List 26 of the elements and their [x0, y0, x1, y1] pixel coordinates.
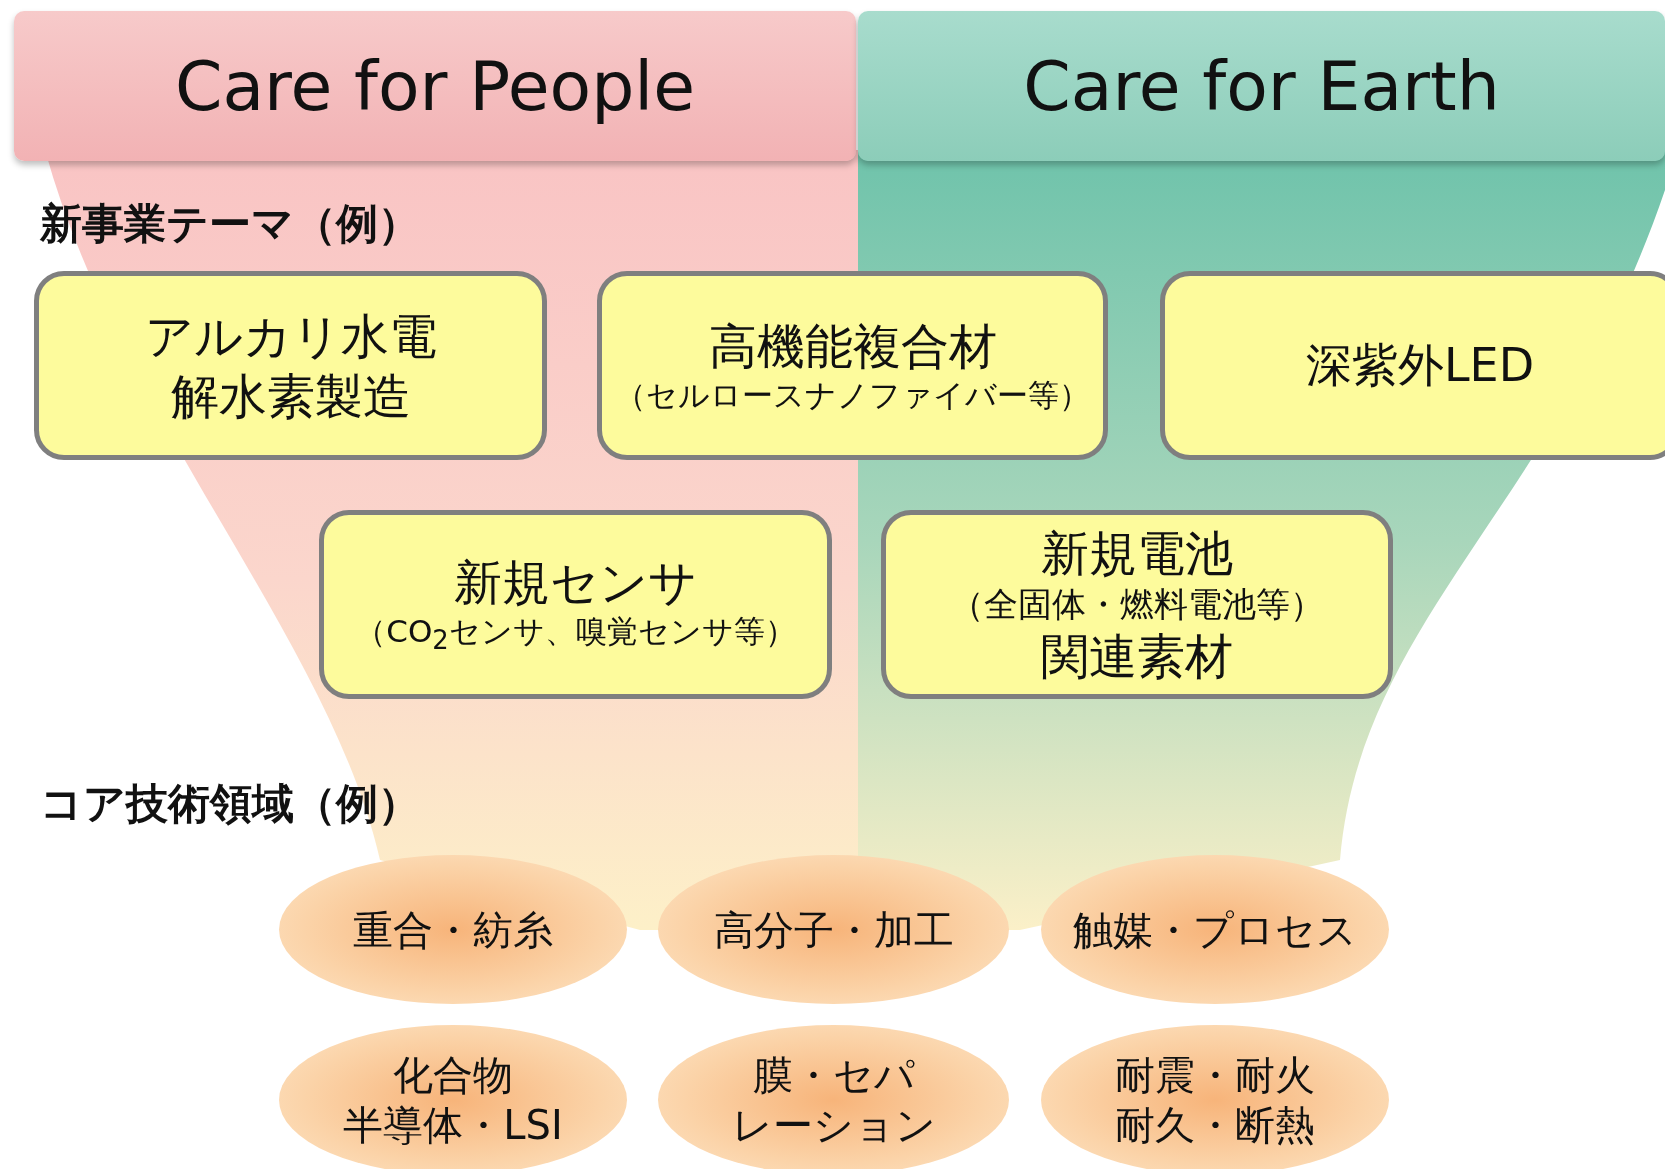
header-band — [858, 11, 1665, 161]
header-title: Care for Earth — [1023, 45, 1500, 128]
theme-text: 高機能複合材 — [708, 317, 997, 377]
section-heading: 新事業テーマ（例） — [40, 198, 420, 250]
technology-text: 耐震・耐火耐久・断熱 — [1115, 1051, 1315, 1150]
technology-text: 重合・紡糸 — [353, 905, 553, 955]
theme-text: 新規センサ — [454, 553, 697, 613]
section-heading: コア技術領域（例） — [40, 778, 420, 830]
header-band — [14, 11, 856, 161]
theme-box — [34, 271, 547, 460]
theme-text: 深紫外LED — [1305, 336, 1535, 394]
theme-text: アルカリ水電解水素製造 — [144, 306, 437, 426]
technology-text: 膜・セパレーション — [731, 1051, 936, 1150]
theme-text: （セルロースナノファイバー等） — [615, 376, 1090, 415]
theme-box — [319, 510, 832, 699]
technology-text: 高分子・加工 — [713, 905, 954, 955]
theme-text: 関連素材 — [1041, 626, 1233, 686]
theme-box — [881, 510, 1393, 699]
theme-box — [597, 271, 1108, 460]
technology-text: 化合物半導体・LSI — [343, 1051, 563, 1150]
theme-text: （全固体・燃料電池等） — [950, 583, 1324, 626]
technology-text: 触媒・プロセス — [1073, 905, 1357, 955]
header-title: Care for People — [174, 45, 696, 128]
theme-text: （CO$_{2}$センサ、嗅覚センサ等） — [355, 612, 796, 657]
theme-text: 新規電池 — [1041, 524, 1233, 584]
theme-box — [1160, 271, 1665, 460]
